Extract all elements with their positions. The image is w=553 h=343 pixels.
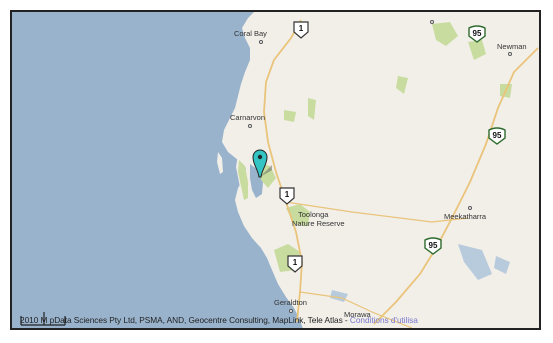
place-label-meekatharra: Meekatharra (444, 212, 487, 221)
map-frame[interactable]: Coral Bay Newman Carnarvon Meekatharra T… (10, 10, 541, 330)
route-number: 1 (298, 24, 304, 33)
town-marker (430, 20, 434, 24)
reserve-name-line2: Nature Reserve (292, 219, 345, 229)
route-1-shield: 1 (286, 255, 304, 273)
route-shield-icon (488, 127, 506, 145)
conditions-link[interactable]: Conditions d'utilisa (349, 315, 418, 325)
route-shield-icon (293, 21, 309, 39)
scale-bar (20, 312, 66, 326)
park-area (396, 76, 408, 94)
place-label-coral-bay: Coral Bay (234, 29, 267, 38)
park-area (432, 22, 458, 46)
route-shield-icon (468, 25, 486, 43)
place-label-morawa: Morawa (344, 310, 371, 319)
highway-95 (373, 47, 539, 325)
town-marker (289, 309, 293, 313)
lake (458, 244, 492, 280)
place-label-nature-reserve: Toolonga Nature Reserve (292, 210, 345, 229)
park-area (468, 40, 486, 60)
route-95-shield: 95 (468, 25, 486, 43)
road (285, 201, 469, 223)
park-area (286, 204, 310, 226)
map-canvas[interactable] (12, 12, 541, 330)
route-number: 95 (428, 241, 438, 250)
place-label-newman: Newman (497, 42, 527, 51)
park-area (284, 110, 296, 122)
copyright-text: 2010 M pData Sciences Pty Ltd, PSMA, AND… (20, 315, 350, 325)
route-95-shield: 95 (488, 127, 506, 145)
park-area (238, 160, 248, 200)
route-number: 1 (292, 258, 298, 267)
place-label-geraldton: Geraldton (274, 298, 307, 307)
place-label-carnarvon: Carnarvon (230, 113, 266, 122)
route-shield-icon (279, 187, 295, 205)
route-1-shield: 1 (278, 187, 296, 205)
road (299, 291, 413, 328)
bay-inlet (250, 164, 263, 198)
route-number: 95 (472, 29, 482, 38)
route-number: 1 (284, 190, 290, 199)
route-shield-icon (287, 255, 303, 273)
lake (494, 256, 510, 274)
route-shield-icon (424, 237, 442, 255)
town-marker (259, 40, 263, 44)
route-number: 95 (492, 131, 502, 140)
park-area (308, 98, 316, 120)
map-pin-icon[interactable] (252, 147, 274, 179)
town-marker (468, 206, 472, 210)
route-95-shield: 95 (424, 237, 442, 255)
map-copyright: 2010 M pData Sciences Pty Ltd, PSMA, AND… (20, 315, 539, 325)
town-marker (508, 52, 512, 56)
reserve-name-line1: Toolonga (298, 210, 329, 219)
island (217, 152, 223, 174)
route-1-shield: 1 (292, 21, 310, 39)
town-marker (248, 124, 252, 128)
